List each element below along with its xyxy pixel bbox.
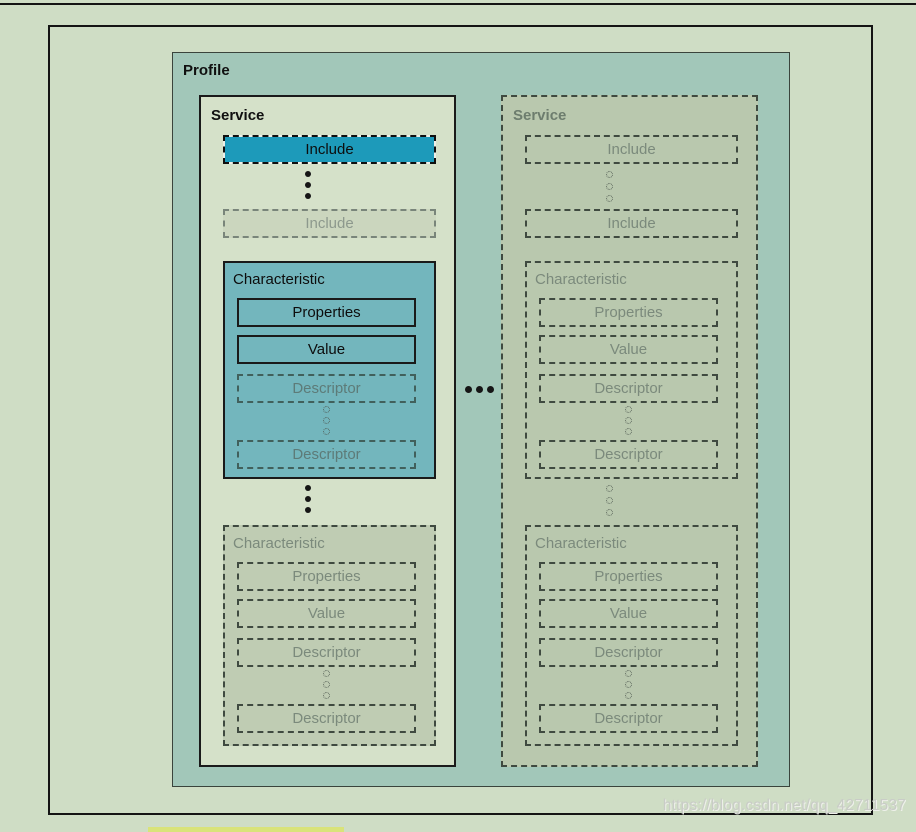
outer-frame bbox=[48, 25, 873, 815]
ring-icon bbox=[323, 406, 330, 413]
ring-icon bbox=[625, 681, 632, 688]
characteristic-title: Characteristic bbox=[535, 535, 627, 552]
include-box-gray: Include bbox=[525, 135, 738, 164]
watermark-url: https://blog.csdn.net/qq_42711537 bbox=[662, 797, 906, 814]
service-title: Service bbox=[513, 107, 567, 124]
dot-icon bbox=[304, 485, 311, 491]
properties-box: Properties bbox=[539, 562, 718, 591]
ring-icon bbox=[606, 183, 613, 190]
include-label: Include bbox=[305, 141, 354, 158]
dot-icon bbox=[304, 496, 311, 502]
descriptor-label: Descriptor bbox=[292, 446, 361, 463]
descriptor-box: Descriptor bbox=[539, 374, 718, 403]
ring-icon bbox=[625, 692, 632, 699]
ring-icon bbox=[323, 692, 330, 699]
dot-icon bbox=[304, 507, 311, 513]
value-label: Value bbox=[307, 605, 346, 622]
descriptor-label: Descriptor bbox=[594, 446, 663, 463]
descriptor-box: Descriptor bbox=[237, 704, 416, 733]
ring-icon bbox=[606, 195, 613, 202]
descriptor-box: Descriptor bbox=[237, 638, 416, 667]
characteristic-title: Characteristic bbox=[535, 271, 627, 288]
ellipsis-dots-vertical-icon bbox=[201, 171, 414, 199]
ring-icon bbox=[606, 485, 613, 492]
ellipsis-rings-vertical-icon bbox=[527, 406, 730, 435]
ring-icon bbox=[606, 509, 613, 516]
properties-label: Properties bbox=[594, 304, 663, 321]
descriptor-box: Descriptor bbox=[539, 440, 718, 469]
service-box-right: Service Include Include Characteristic P… bbox=[501, 95, 758, 767]
dot-icon bbox=[465, 386, 472, 393]
include-box-active: Include bbox=[223, 135, 436, 164]
characteristic-box-active: Characteristic Properties Value Descript… bbox=[223, 261, 436, 479]
ellipsis-rings-vertical-icon bbox=[527, 670, 730, 699]
descriptor-box: Descriptor bbox=[539, 638, 718, 667]
ring-icon bbox=[606, 171, 613, 178]
value-box: Value bbox=[237, 599, 416, 628]
ring-icon bbox=[625, 670, 632, 677]
ellipsis-rings-vertical-icon bbox=[225, 670, 428, 699]
value-box: Value bbox=[539, 599, 718, 628]
ellipsis-dots-vertical-icon bbox=[201, 485, 414, 513]
include-box-gray: Include bbox=[223, 209, 436, 238]
service-title: Service bbox=[211, 107, 265, 124]
include-label: Include bbox=[607, 215, 656, 232]
descriptor-label: Descriptor bbox=[292, 710, 361, 727]
highlight-bar bbox=[148, 827, 344, 832]
descriptor-label: Descriptor bbox=[594, 710, 663, 727]
ring-icon bbox=[323, 428, 330, 435]
properties-label: Properties bbox=[292, 568, 361, 585]
value-label: Value bbox=[307, 341, 346, 358]
ring-icon bbox=[323, 417, 330, 424]
ellipsis-rings-vertical-icon bbox=[503, 171, 716, 202]
ring-icon bbox=[323, 681, 330, 688]
descriptor-label: Descriptor bbox=[292, 644, 361, 661]
characteristic-title: Characteristic bbox=[233, 535, 325, 552]
characteristic-title: Characteristic bbox=[233, 271, 325, 288]
characteristic-box-gray: Characteristic Properties Value Descript… bbox=[223, 525, 436, 746]
profile-box: Profile Service Include Include Characte… bbox=[172, 52, 790, 787]
dot-icon bbox=[304, 171, 311, 177]
include-label: Include bbox=[305, 215, 354, 232]
value-box: Value bbox=[237, 335, 416, 364]
descriptor-box: Descriptor bbox=[237, 374, 416, 403]
properties-box: Properties bbox=[539, 298, 718, 327]
dot-icon bbox=[487, 386, 494, 393]
ring-icon bbox=[625, 406, 632, 413]
descriptor-label: Descriptor bbox=[292, 380, 361, 397]
ring-icon bbox=[625, 417, 632, 424]
properties-box: Properties bbox=[237, 562, 416, 591]
descriptor-box: Descriptor bbox=[539, 704, 718, 733]
ring-icon bbox=[323, 670, 330, 677]
descriptor-label: Descriptor bbox=[594, 380, 663, 397]
ellipsis-rings-vertical-icon bbox=[225, 406, 428, 435]
properties-label: Properties bbox=[292, 304, 361, 321]
dot-icon bbox=[304, 182, 311, 188]
value-label: Value bbox=[609, 605, 648, 622]
ellipsis-rings-vertical-icon bbox=[503, 485, 716, 516]
properties-box: Properties bbox=[237, 298, 416, 327]
descriptor-box: Descriptor bbox=[237, 440, 416, 469]
include-label: Include bbox=[607, 141, 656, 158]
characteristic-box-gray: Characteristic Properties Value Descript… bbox=[525, 261, 738, 479]
top-border-line bbox=[0, 3, 916, 5]
characteristic-box-gray: Characteristic Properties Value Descript… bbox=[525, 525, 738, 746]
profile-title: Profile bbox=[183, 62, 230, 79]
value-box: Value bbox=[539, 335, 718, 364]
service-box-left: Service Include Include Characteristic P… bbox=[199, 95, 456, 767]
ring-icon bbox=[606, 497, 613, 504]
include-box-gray: Include bbox=[525, 209, 738, 238]
value-label: Value bbox=[609, 341, 648, 358]
dot-icon bbox=[476, 386, 483, 393]
properties-label: Properties bbox=[594, 568, 663, 585]
dot-icon bbox=[304, 193, 311, 199]
descriptor-label: Descriptor bbox=[594, 644, 663, 661]
ring-icon bbox=[625, 428, 632, 435]
ellipsis-dots-horizontal-icon bbox=[465, 386, 494, 393]
